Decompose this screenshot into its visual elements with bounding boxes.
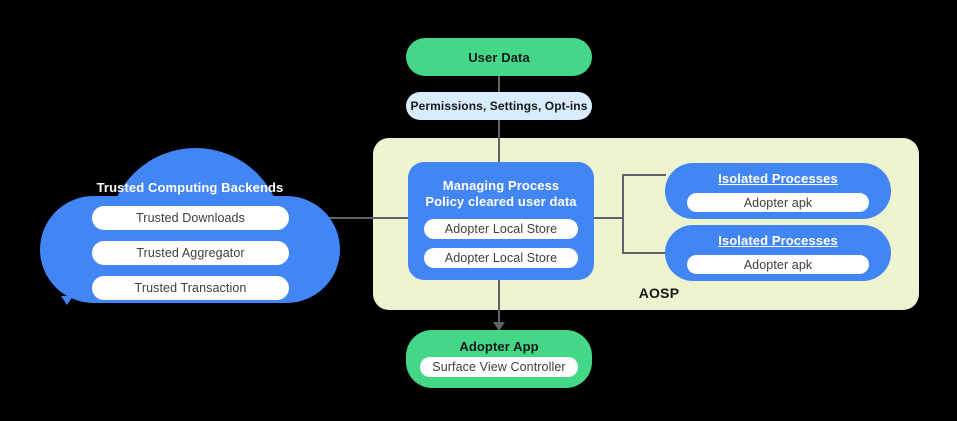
- cloud-item-trusted-aggregator[interactable]: Trusted Aggregator: [92, 241, 289, 265]
- isolated-process-item-adopter-apk[interactable]: Adopter apk: [687, 193, 869, 212]
- managing-process-title: Managing Process Policy cleared user dat…: [408, 178, 594, 210]
- aosp-label: AOSP: [638, 285, 680, 301]
- connector-branch-to-isolated-1: [622, 174, 666, 176]
- isolated-process-item-label: Adopter apk: [743, 195, 813, 210]
- cloud-item-label: Trusted Aggregator: [136, 246, 245, 260]
- permissions-label: Permissions, Settings, Opt-ins: [410, 99, 588, 113]
- adopter-app-item-label: Surface View Controller: [432, 360, 566, 374]
- arrowhead-down-icon: [493, 322, 505, 331]
- isolated-process-item-label: Adopter apk: [743, 257, 813, 272]
- cloud-title: Trusted Computing Backends: [96, 180, 284, 195]
- user-data-node[interactable]: User Data: [406, 38, 592, 76]
- cloud-item-label: Trusted Transaction: [134, 281, 247, 295]
- connector-branch-to-isolated-2: [622, 252, 666, 254]
- permissions-settings-optins-node[interactable]: Permissions, Settings, Opt-ins: [406, 92, 592, 120]
- managing-process-item-adopter-local-store-2[interactable]: Adopter Local Store: [424, 248, 578, 268]
- managing-process-item-label: Adopter Local Store: [444, 251, 558, 265]
- managing-process-item-label: Adopter Local Store: [444, 222, 558, 236]
- adopter-app-title: Adopter App: [459, 339, 539, 354]
- trusted-computing-backends-cloud[interactable]: Trusted Computing Backends Trusted Downl…: [40, 148, 340, 303]
- cloud-item-trusted-downloads[interactable]: Trusted Downloads: [92, 206, 289, 230]
- connector-cloud-to-managing-process: [298, 217, 408, 219]
- cloud-bottom-arrow-icon: [61, 296, 73, 305]
- cloud-item-label: Trusted Downloads: [136, 211, 245, 225]
- managing-process-node[interactable]: Managing Process Policy cleared user dat…: [408, 162, 594, 280]
- isolated-process-title[interactable]: Isolated Processes: [718, 233, 838, 248]
- connector-managing-process-to-adopter-app: [498, 280, 500, 326]
- adopter-app-item-surface-view-controller[interactable]: Surface View Controller: [420, 357, 578, 377]
- connector-branch-trunk: [622, 174, 624, 254]
- cloud-item-trusted-transaction[interactable]: Trusted Transaction: [92, 276, 289, 300]
- isolated-process-title[interactable]: Isolated Processes: [718, 171, 838, 186]
- isolated-process-node-1[interactable]: Isolated Processes Adopter apk: [665, 163, 891, 219]
- connector-userdata-to-permissions: [498, 76, 500, 92]
- managing-process-title-line1: Managing Process: [442, 178, 560, 193]
- connector-permissions-to-managing-process: [498, 120, 500, 162]
- isolated-process-node-2[interactable]: Isolated Processes Adopter apk: [665, 225, 891, 281]
- connector-managing-process-to-branch: [594, 217, 624, 219]
- managing-process-title-line2: Policy cleared user data: [425, 194, 577, 209]
- managing-process-item-adopter-local-store-1[interactable]: Adopter Local Store: [424, 219, 578, 239]
- user-data-label: User Data: [468, 49, 530, 65]
- isolated-process-item-adopter-apk[interactable]: Adopter apk: [687, 255, 869, 274]
